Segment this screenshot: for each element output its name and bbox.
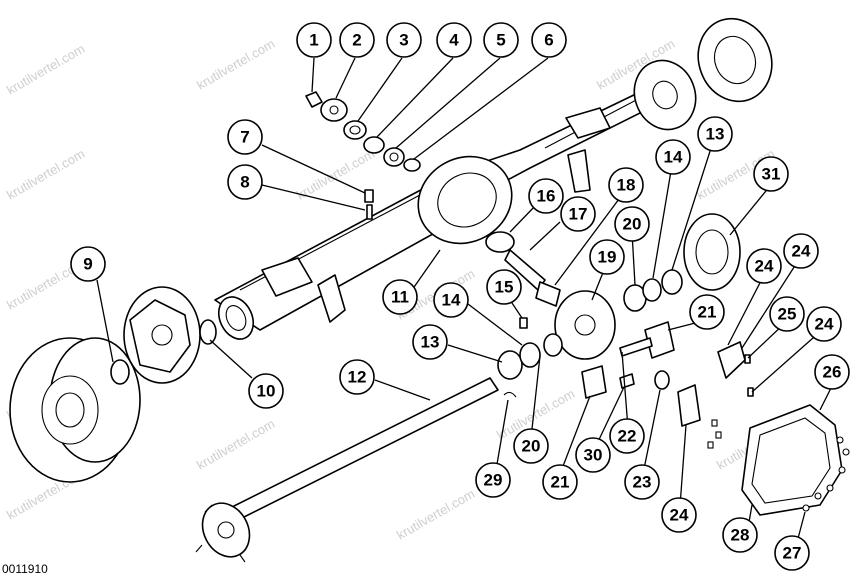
callout-label: 3 xyxy=(399,31,408,50)
callout-6: 6 xyxy=(531,22,567,58)
differential-cover xyxy=(741,404,850,516)
callout-label: 25 xyxy=(778,305,797,324)
vent-parts xyxy=(364,189,374,220)
callout-label: 31 xyxy=(762,165,781,184)
callout-label: 4 xyxy=(449,31,459,50)
callout-25: 25 xyxy=(769,296,805,332)
callout-label: 27 xyxy=(783,544,802,563)
callout-13: 13 xyxy=(412,324,448,360)
callout-label: 22 xyxy=(618,427,637,446)
callout-3: 3 xyxy=(386,22,422,58)
callout-label: 23 xyxy=(633,473,652,492)
callout-label: 9 xyxy=(83,255,92,274)
callout-label: 24 xyxy=(792,242,811,261)
callout-label: 1 xyxy=(309,31,318,50)
left-backing-plate xyxy=(123,286,217,384)
callout-label: 16 xyxy=(537,187,556,206)
callout-label: 2 xyxy=(352,31,361,50)
callout-1: 1 xyxy=(296,22,332,58)
callout-29: 29 xyxy=(475,462,511,498)
callout-15: 15 xyxy=(486,269,522,305)
watermark: krutilvertel.com xyxy=(4,41,87,98)
callout-label: 7 xyxy=(240,128,249,147)
callout-18: 18 xyxy=(608,167,644,203)
callout-13-right: 13 xyxy=(697,116,733,152)
callout-label: 21 xyxy=(698,303,717,322)
callout-label: 14 xyxy=(664,148,683,167)
callout-label: 8 xyxy=(240,173,249,192)
callout-16: 16 xyxy=(528,178,564,214)
callout-26: 26 xyxy=(814,354,850,390)
differential-parts xyxy=(485,213,754,449)
callout-8: 8 xyxy=(227,164,263,200)
callout-10: 10 xyxy=(248,373,284,409)
watermark: krutilvertel.com xyxy=(194,416,277,473)
callout-14-right: 14 xyxy=(655,139,691,175)
callout-31: 31 xyxy=(753,156,789,192)
callout-2: 2 xyxy=(339,22,375,58)
callout-label: 21 xyxy=(551,473,570,492)
callout-12: 12 xyxy=(339,359,375,395)
callout-label: 5 xyxy=(496,31,505,50)
callout-14: 14 xyxy=(433,282,469,318)
figure-code: 0011910 xyxy=(2,562,48,576)
callout-label: 28 xyxy=(731,526,750,545)
callout-label: 15 xyxy=(495,278,514,297)
callout-27: 27 xyxy=(774,535,810,571)
callout-5: 5 xyxy=(483,22,519,58)
axle-housing xyxy=(214,17,773,340)
callout-label: 24 xyxy=(815,315,834,334)
callout-22: 22 xyxy=(609,418,645,454)
callout-7: 7 xyxy=(227,119,263,155)
callout-label: 11 xyxy=(391,288,409,307)
callout-28: 28 xyxy=(722,517,758,553)
callout-label: 29 xyxy=(484,471,503,490)
watermark: krutilvertel.com xyxy=(194,36,277,93)
callout-label: 24 xyxy=(670,506,689,525)
callout-label: 6 xyxy=(544,31,553,50)
callout-21-lower: 21 xyxy=(542,464,578,500)
pinion-parts xyxy=(305,91,421,172)
callout-20: 20 xyxy=(614,206,650,242)
callout-24-bottom: 24 xyxy=(661,497,697,533)
callout-4: 4 xyxy=(436,22,472,58)
watermark: krutilvertel.com xyxy=(394,486,477,543)
callout-23: 23 xyxy=(624,464,660,500)
callout-24-top-right: 24 xyxy=(783,233,819,269)
callout-label: 26 xyxy=(823,363,842,382)
callout-label: 24 xyxy=(755,257,774,276)
callout-label: 14 xyxy=(442,291,461,310)
callout-label: 20 xyxy=(623,215,642,234)
callout-9: 9 xyxy=(70,246,106,282)
callout-30: 30 xyxy=(575,437,611,473)
callout-24: 24 xyxy=(746,248,782,284)
callout-label: 13 xyxy=(421,333,440,352)
left-brake-drum xyxy=(9,337,141,483)
callout-label: 18 xyxy=(617,176,636,195)
callout-19: 19 xyxy=(589,239,625,275)
axle-shaft xyxy=(195,377,499,563)
callout-label: 13 xyxy=(706,125,725,144)
callout-label: 12 xyxy=(348,368,367,387)
callout-21: 21 xyxy=(689,294,725,330)
callout-label: 20 xyxy=(522,437,541,456)
watermark: krutilvertel.com xyxy=(4,146,87,203)
callout-label: 10 xyxy=(257,382,276,401)
callout-17: 17 xyxy=(560,196,596,232)
callout-20-lower: 20 xyxy=(513,428,549,464)
callout-24-mid-right: 24 xyxy=(806,306,842,342)
callout-11: 11 xyxy=(382,279,418,315)
callout-label: 19 xyxy=(598,248,617,267)
callout-label: 30 xyxy=(584,446,603,465)
callout-label: 17 xyxy=(569,205,588,224)
